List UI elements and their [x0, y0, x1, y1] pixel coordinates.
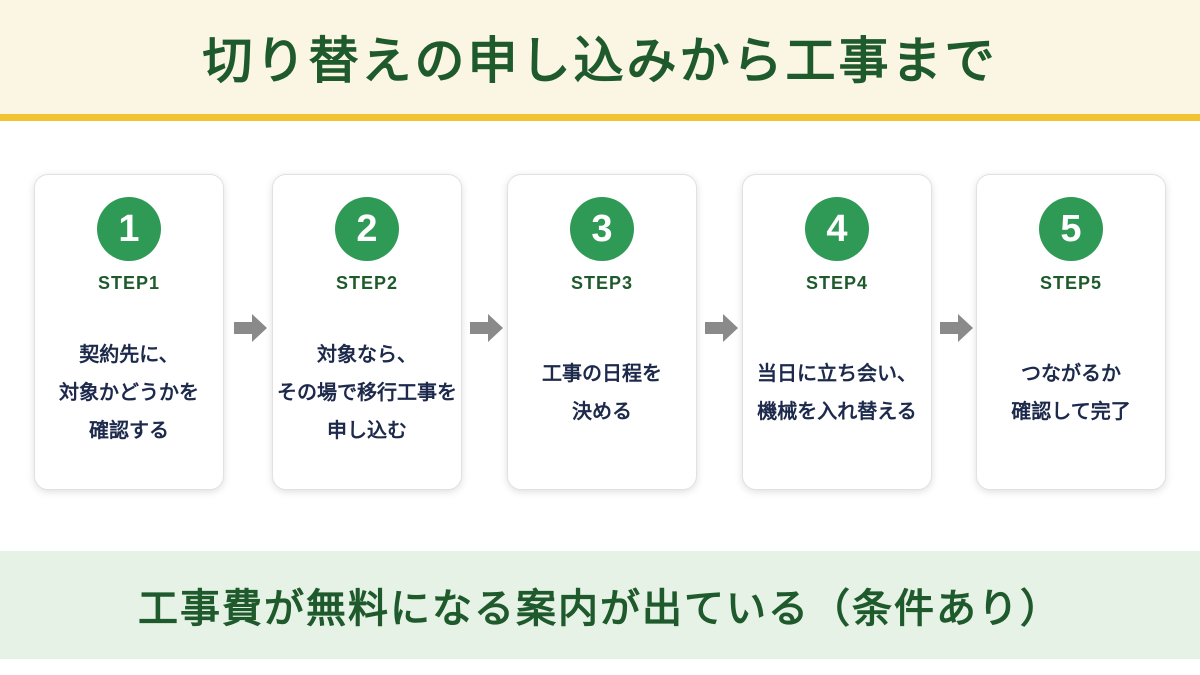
- step-description: つながるか 確認して完了: [977, 309, 1165, 475]
- step-label: STEP1: [97, 273, 161, 293]
- step-card-3: 3 STEP3 工事の日程を 決める: [507, 174, 697, 490]
- step-label: STEP3: [570, 273, 634, 293]
- step-description-line: 機械を入れ替える: [757, 399, 917, 423]
- step-number-badge: 2: [335, 197, 399, 261]
- step-number-badge: 3: [570, 197, 634, 261]
- step-description: 対象なら、 その場で移行工事を 申し込む: [273, 309, 461, 475]
- step-description-line: 対象かどうかを: [59, 380, 199, 404]
- arrow-right-icon: [234, 314, 267, 342]
- step-number-badge: 4: [805, 197, 869, 261]
- step-card-5: 5 STEP5 つながるか 確認して完了: [976, 174, 1166, 490]
- step-description-line: 確認する: [89, 418, 169, 442]
- arrow-right-icon: [705, 314, 738, 342]
- step-card-1: 1 STEP1 契約先に、 対象かどうかを 確認する: [34, 174, 224, 490]
- step-card-4: 4 STEP4 当日に立ち会い、 機械を入れ替える: [742, 174, 932, 490]
- step-description-line: 当日に立ち会い、: [757, 361, 917, 385]
- step-description: 契約先に、 対象かどうかを 確認する: [35, 309, 223, 475]
- step-description-line: 申し込む: [327, 418, 407, 442]
- step-description-line: 確認して完了: [1011, 399, 1131, 423]
- header-banner: 切り替えの申し込みから工事まで: [0, 0, 1200, 121]
- step-label: STEP4: [805, 273, 869, 293]
- step-label: STEP5: [1039, 273, 1103, 293]
- step-number-badge: 1: [97, 197, 161, 261]
- step-description-line: 契約先に、: [79, 342, 179, 366]
- step-description-line: 決める: [572, 399, 632, 423]
- footer-banner: 工事費が無料になる案内が出ている（条件あり）: [0, 551, 1200, 659]
- step-description: 当日に立ち会い、 機械を入れ替える: [743, 309, 931, 475]
- steps-flow: 1 STEP1 契約先に、 対象かどうかを 確認する 2 STEP2 対象なら、…: [0, 174, 1200, 492]
- step-description-line: その場で移行工事を: [277, 380, 457, 404]
- page-title: 切り替えの申し込みから工事まで: [202, 32, 998, 90]
- step-description: 工事の日程を 決める: [508, 309, 696, 475]
- step-description-line: 工事の日程を: [542, 361, 662, 385]
- step-number-badge: 5: [1039, 197, 1103, 261]
- step-description-line: 対象なら、: [317, 342, 417, 366]
- footer-note: 工事費が無料になる案内が出ている（条件あり）: [138, 586, 1062, 632]
- step-label: STEP2: [335, 273, 399, 293]
- arrow-right-icon: [470, 314, 503, 342]
- step-description-line: つながるか: [1021, 361, 1121, 385]
- step-card-2: 2 STEP2 対象なら、 その場で移行工事を 申し込む: [272, 174, 462, 490]
- arrow-right-icon: [940, 314, 973, 342]
